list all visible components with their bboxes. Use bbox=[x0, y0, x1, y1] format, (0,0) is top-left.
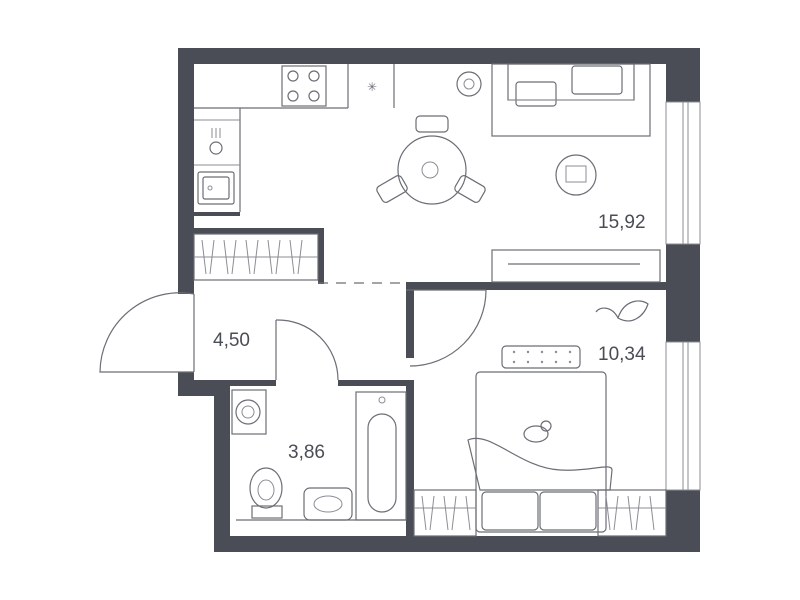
kitchen: ✳ bbox=[194, 64, 395, 212]
walls bbox=[178, 48, 700, 552]
sink-icon bbox=[197, 171, 235, 205]
bedroom-wardrobe-icon bbox=[413, 489, 667, 537]
bedroom bbox=[413, 300, 667, 537]
bedroom-area: 10,34 bbox=[598, 344, 646, 365]
bathroom-area: 3,86 bbox=[288, 442, 325, 463]
doors bbox=[99, 289, 487, 381]
bathtub-icon bbox=[355, 391, 407, 521]
cat-icon bbox=[523, 420, 552, 443]
svg-text:✳: ✳ bbox=[367, 80, 377, 94]
faucet-icon bbox=[209, 128, 223, 155]
coffee-table-icon bbox=[555, 154, 597, 196]
dining-table-icon bbox=[376, 115, 486, 205]
living-room-area: 15,92 bbox=[598, 212, 646, 233]
toilet-icon bbox=[249, 467, 283, 519]
bathroom bbox=[231, 389, 407, 521]
tv-icon bbox=[491, 249, 661, 283]
hallway-area: 4,50 bbox=[213, 330, 250, 351]
bath-sink-icon bbox=[303, 487, 353, 521]
plant-icon bbox=[595, 300, 649, 322]
washing-machine-icon bbox=[231, 389, 267, 435]
bed-icon bbox=[467, 345, 613, 533]
windows bbox=[665, 101, 701, 491]
stove-icon bbox=[281, 65, 327, 107]
wardrobe-icon bbox=[193, 233, 319, 281]
sofa-icon bbox=[456, 63, 651, 137]
